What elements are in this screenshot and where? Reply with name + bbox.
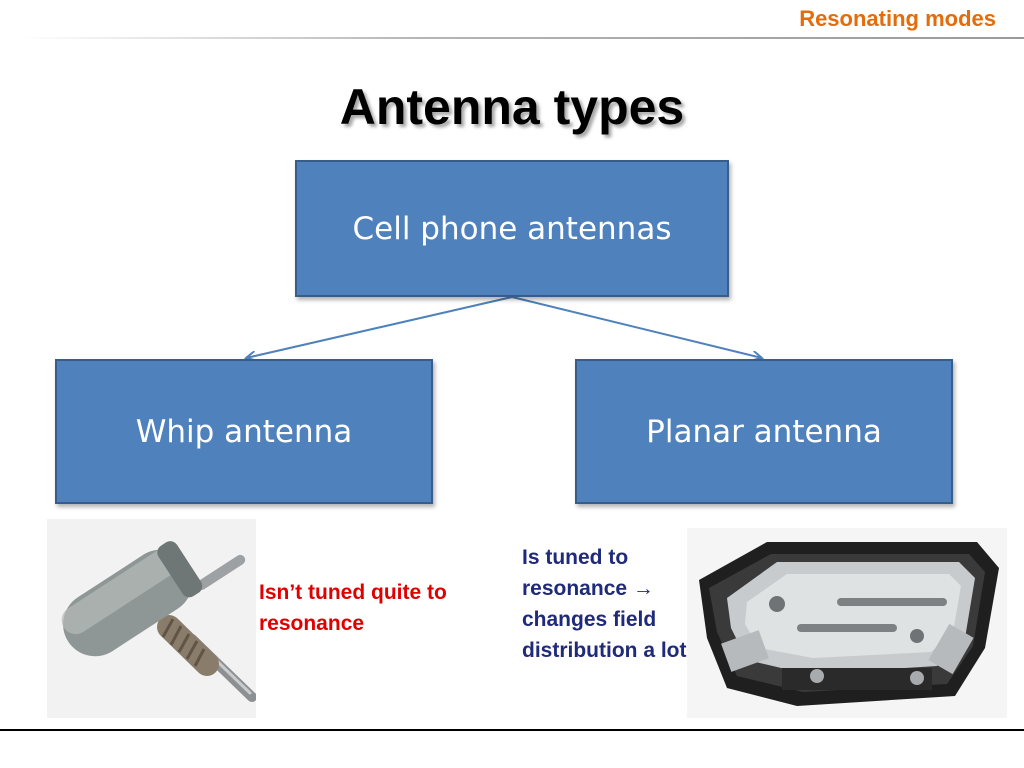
node-whip-antenna: Whip antenna — [55, 359, 433, 504]
root-node-cell-phone-antennas: Cell phone antennas — [295, 160, 729, 297]
footer-divider — [0, 729, 1024, 731]
planar-antenna-photo — [687, 528, 1007, 718]
connector-to-planar — [511, 296, 762, 358]
connector-to-whip — [246, 296, 513, 358]
whip-note: Isn’t tuned quite to resonance — [259, 581, 447, 635]
header-divider — [20, 37, 1024, 39]
slide-title: Antenna types — [339, 79, 685, 135]
section-title: Resonating modes — [799, 6, 996, 31]
node-planar-antenna: Planar antenna — [575, 359, 953, 504]
whip-antenna-photo — [47, 519, 256, 718]
whip-node-label: Whip antenna — [135, 413, 353, 450]
root-node-label: Cell phone antennas — [352, 210, 672, 247]
planar-node-label: Planar antenna — [646, 413, 882, 450]
planar-note: Is tuned to resonance → changes field di… — [522, 546, 687, 662]
